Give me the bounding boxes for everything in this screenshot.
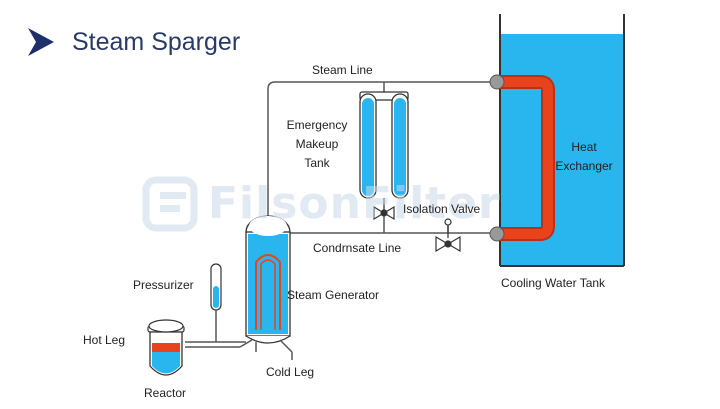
emergency-makeup-tank-label-line-3: Tank (304, 156, 330, 170)
pressurizer (210, 263, 222, 342)
emergency-makeup-tank-label-line-2: Makeup (295, 137, 339, 151)
watermark-text: FilsonFilter (208, 178, 501, 229)
cooling-water-tank-label: Cooling Water Tank (501, 276, 606, 290)
pressurizer-label: Pressurizer (133, 278, 194, 292)
heat-exchanger-label: Heat Exchanger (546, 138, 622, 176)
cooling-water-tank (499, 14, 625, 267)
title-arrow-icon (28, 28, 54, 56)
condensate-line-label: Condrnsate Line (313, 241, 402, 255)
steam-line-label: Steam Line (312, 63, 373, 77)
emergency-makeup-tank-label-line-1: Emergency (286, 118, 348, 132)
emergency-makeup-tank-label: Emergency Makeup Tank (276, 116, 358, 173)
isolation-valve (435, 218, 461, 253)
reactor-loop-piping (185, 339, 293, 360)
watermark: FilsonFilter (142, 176, 592, 232)
heat-exchanger (489, 74, 555, 242)
hot-leg-label: Hot Leg (83, 333, 126, 347)
cold-leg-label: Cold Leg (266, 365, 315, 379)
reactor (147, 319, 185, 376)
steam-generator (245, 215, 291, 344)
page-title: Steam Sparger (72, 28, 241, 56)
steam-generator-label: Steam Generator (287, 288, 380, 302)
heat-exchanger-label-line-1: Heat (571, 140, 597, 154)
isolation-valve-label: Isolation Valve (403, 202, 481, 216)
watermark-logo-icon (142, 176, 198, 232)
reactor-label: Reactor (144, 386, 187, 400)
heat-exchanger-label-line-2: Exchanger (555, 159, 613, 173)
emergency-makeup-tank (359, 91, 409, 199)
tank-valve (373, 205, 395, 221)
